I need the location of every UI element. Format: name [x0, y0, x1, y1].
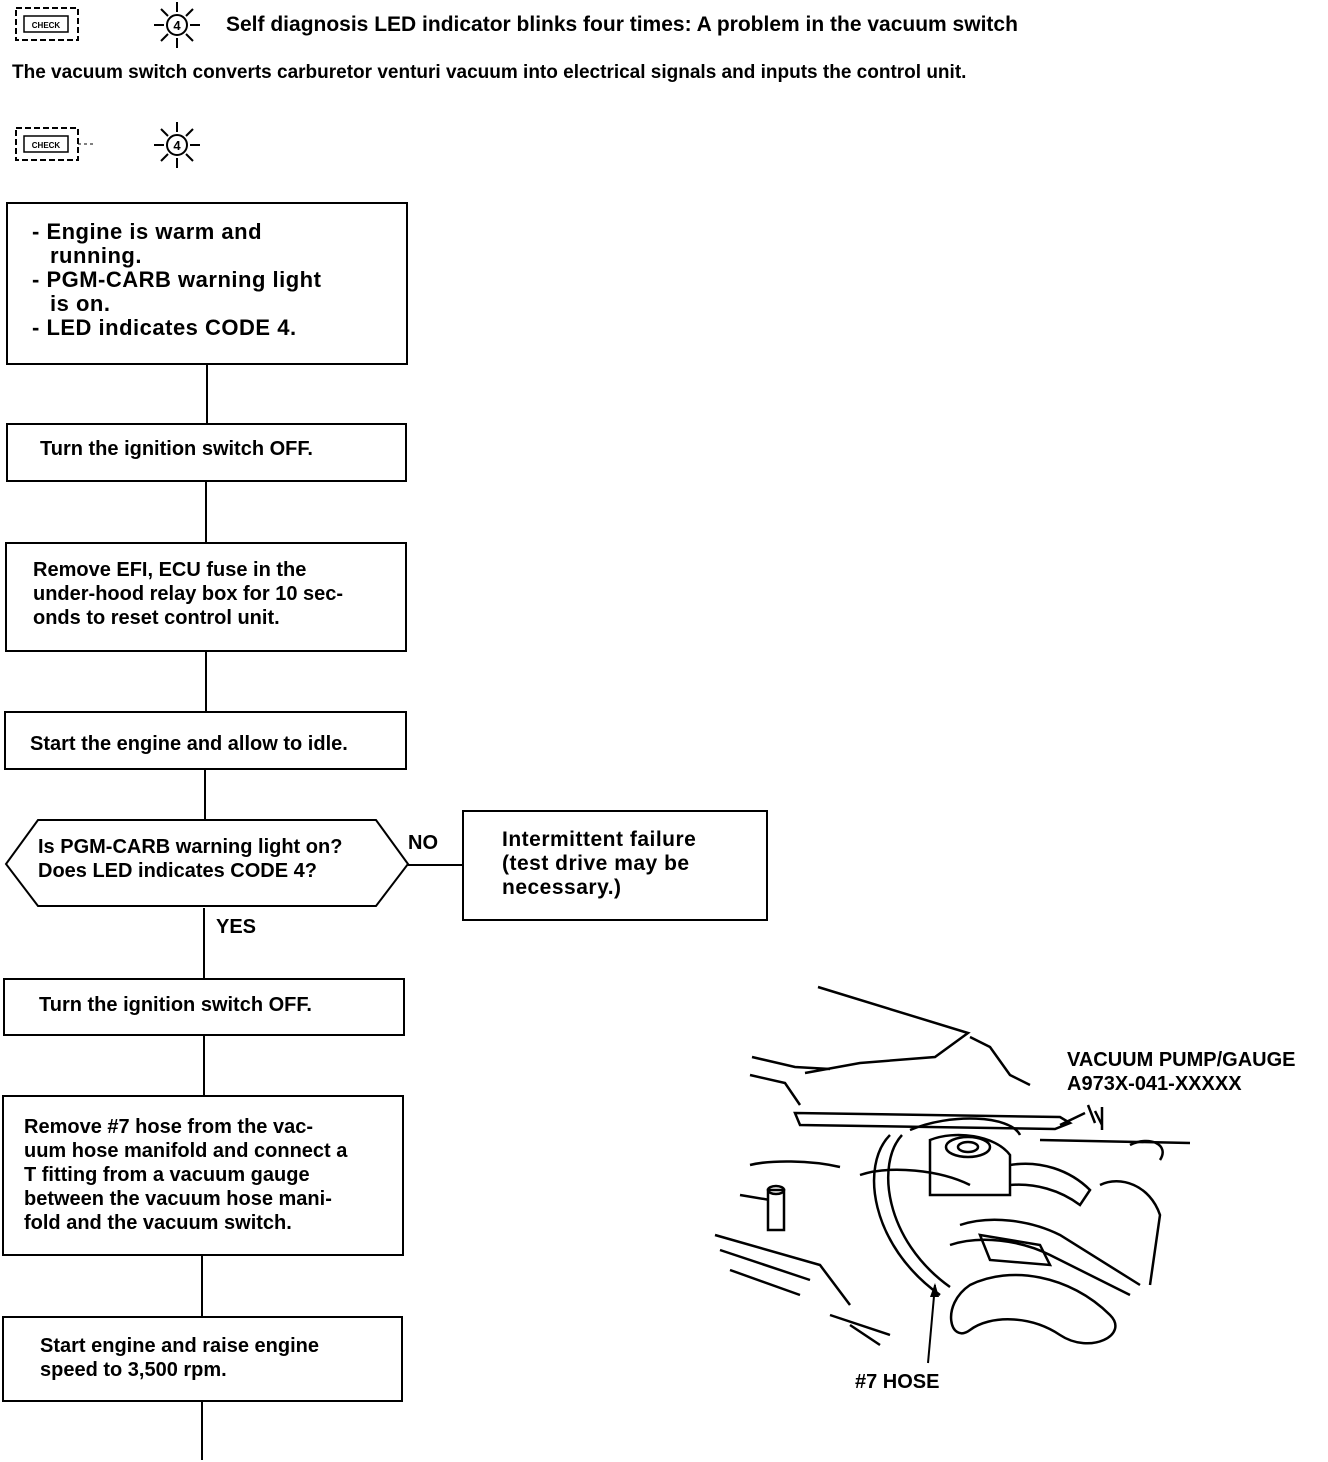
step-raise-rpm: Start engine and raise engine speed to 3…	[2, 1316, 403, 1402]
connector-line	[205, 482, 207, 542]
decision-text: Does LED indicates CODE 4?	[38, 860, 317, 882]
start-line: - PGM-CARB warning light	[32, 267, 322, 292]
step-text: between the vacuum hose mani-	[24, 1188, 332, 1210]
hose-label: #7 HOSE	[855, 1371, 940, 1393]
led-blink-icon: 4	[152, 122, 202, 168]
connector-line	[206, 365, 208, 423]
connector-line	[408, 864, 463, 866]
step-remove-fuse: Remove EFI, ECU fuse in the under-hood r…	[5, 542, 407, 652]
intro-text: The vacuum switch converts carburetor ve…	[12, 62, 967, 83]
start-line: - Engine is warm and	[32, 219, 263, 244]
code-number: 4	[173, 18, 181, 33]
no-label: NO	[408, 832, 438, 854]
connector-line	[203, 908, 205, 978]
check-connector-icon: CHECK	[14, 6, 80, 42]
intermittent-failure-box: Intermittent failure (test drive may be …	[462, 810, 768, 921]
step-ignition-off-1: Turn the ignition switch OFF.	[6, 423, 407, 482]
result-text: (test drive may be	[502, 852, 690, 875]
start-line: running.	[50, 243, 142, 268]
start-line: is on.	[50, 291, 111, 316]
check-connector-icon: CHECK	[14, 126, 96, 162]
step-text: Start the engine and allow to idle.	[30, 733, 348, 755]
step-text: uum hose manifold and connect a	[24, 1140, 348, 1162]
result-text: necessary.)	[502, 876, 622, 899]
step-text: Turn the ignition switch OFF.	[40, 438, 313, 460]
start-box: - Engine is warm and running. - PGM-CARB…	[6, 202, 408, 365]
check-text: CHECK	[32, 141, 61, 150]
step-text: Remove #7 hose from the vac-	[24, 1116, 313, 1138]
page-title: Self diagnosis LED indicator blinks four…	[226, 13, 1018, 36]
vacuum-pump-label: VACUUM PUMP/GAUGE	[1067, 1049, 1296, 1071]
result-text: Intermittent failure	[502, 828, 697, 851]
step-text: Turn the ignition switch OFF.	[39, 994, 312, 1016]
engine-bay-illustration	[710, 985, 1210, 1365]
vacuum-pump-part-number: A973X-041-XXXXX	[1067, 1073, 1242, 1095]
connector-line	[204, 770, 206, 820]
connector-line	[201, 1402, 203, 1460]
step-text: onds to reset control unit.	[33, 607, 280, 629]
led-blink-icon: 4	[152, 2, 202, 48]
step-text: under-hood relay box for 10 sec-	[33, 583, 344, 605]
step-text: Start engine and raise engine	[40, 1335, 319, 1357]
yes-label: YES	[216, 916, 257, 938]
step-remove-hose: Remove #7 hose from the vac- uum hose ma…	[2, 1095, 404, 1256]
step-ignition-off-2: Turn the ignition switch OFF.	[3, 978, 405, 1036]
step-text: speed to 3,500 rpm.	[40, 1359, 227, 1381]
code-number: 4	[173, 138, 181, 153]
step-start-engine: Start the engine and allow to idle.	[4, 711, 407, 770]
connector-line	[203, 1036, 205, 1095]
decision-box	[4, 818, 412, 910]
connector-line	[201, 1256, 203, 1316]
connector-line	[205, 652, 207, 711]
check-text: CHECK	[32, 21, 61, 30]
step-text: fold and the vacuum switch.	[24, 1212, 292, 1234]
step-text: Remove EFI, ECU fuse in the	[33, 559, 307, 581]
start-line: - LED indicates CODE 4.	[32, 315, 297, 340]
decision-text: Is PGM-CARB warning light on?	[38, 836, 343, 858]
step-text: T fitting from a vacuum gauge	[24, 1164, 310, 1186]
